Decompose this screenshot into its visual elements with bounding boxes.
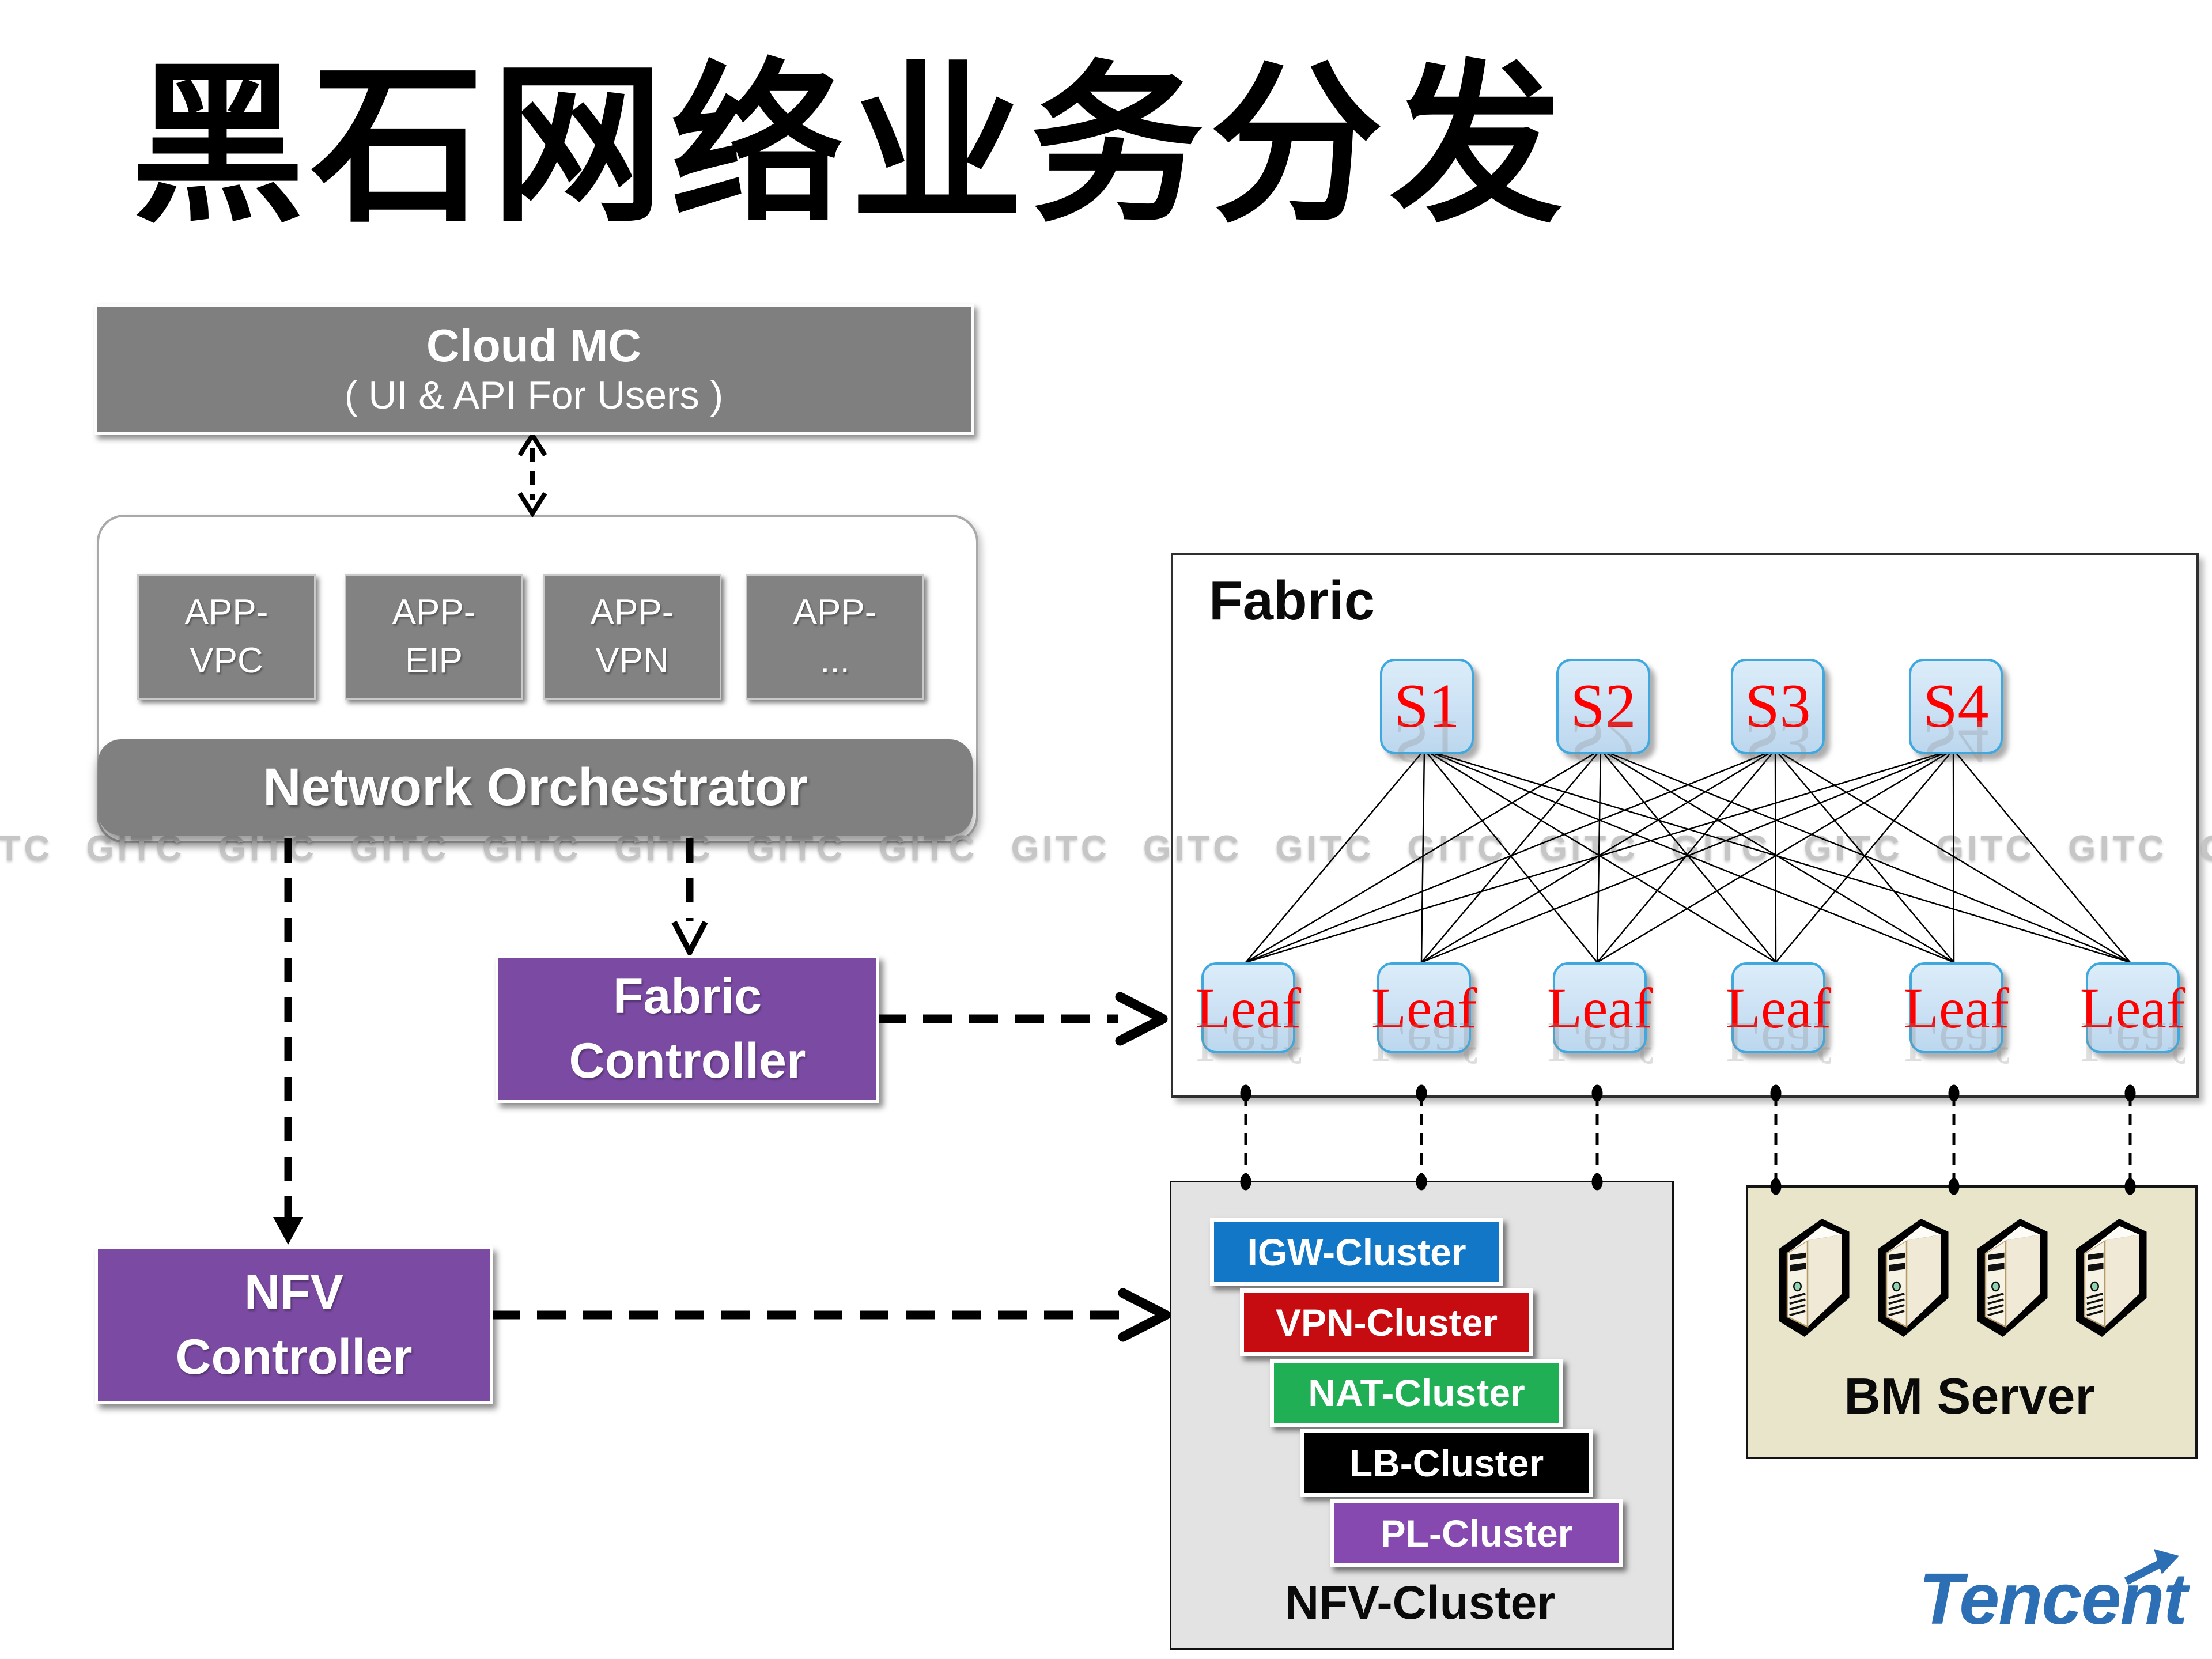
leaf-label: Leaf (1903, 976, 2010, 1040)
leaf-node: Leaf Leaf (1371, 962, 1477, 1075)
cluster-tag-label: PL-Cluster (1380, 1512, 1573, 1555)
leaf-cluster-links (1240, 1084, 2136, 1195)
app-label: APP- (793, 592, 877, 633)
nfv-controller-label: NFV (244, 1265, 343, 1321)
server-icon (1779, 1219, 1850, 1337)
tencent-logo-arrow (2124, 1549, 2179, 1585)
leaf-reflection: Leaf (1371, 1011, 1477, 1075)
server-icon (1977, 1219, 2048, 1337)
leaf-reflection: Leaf (1903, 1011, 2010, 1075)
cluster-tag-label: VPN-Cluster (1275, 1301, 1498, 1344)
orchestrator-nfvctl-arrow (273, 838, 303, 1245)
nfv-cluster-label: NFV-Cluster (1284, 1577, 1556, 1629)
bm-server-label: BM Server (1844, 1367, 2095, 1424)
leaf-reflection: Leaf (2079, 1011, 2186, 1075)
leaf-node: Leaf Leaf (1547, 962, 1653, 1075)
nfvctl-cluster-arrow (491, 1288, 1171, 1342)
fabricctl-fabric-arrow (877, 992, 1168, 1046)
network-orchestrator-bar: Network Orchestrator (98, 739, 973, 836)
leaf-reflection: Leaf (1195, 1011, 1302, 1075)
igw-cluster-tag: IGW-Cluster (1210, 1218, 1503, 1286)
app-label: APP- (184, 592, 269, 633)
cloud-mc-title: Cloud MC (426, 320, 642, 372)
spine-label: S2 (1570, 672, 1636, 740)
app-label: ... (820, 641, 850, 681)
cluster-tag-label: IGW-Cluster (1247, 1231, 1466, 1273)
spine-s3: S3 S3 (1731, 659, 1825, 776)
spine-label: S3 (1745, 672, 1811, 740)
leaf-reflection: Leaf (1546, 1011, 1653, 1075)
app-label: VPN (595, 641, 669, 681)
spine-reflection: S1 (1394, 708, 1460, 776)
spine-reflection: S2 (1570, 708, 1636, 776)
vpn-cluster-tag: VPN-Cluster (1240, 1288, 1533, 1356)
fabric-controller-box: Fabric Controller (496, 955, 879, 1103)
tencent-logo: Tencent (1919, 1549, 2187, 1641)
nat-cluster-tag: NAT-Cluster (1270, 1359, 1563, 1427)
fabric-controller-label: Controller (569, 1033, 806, 1089)
app-more-box: APP- ... (746, 574, 924, 700)
app-eip-box: APP- EIP (345, 574, 523, 700)
app-label: EIP (405, 641, 463, 681)
leaf-node: Leaf Leaf (1726, 962, 1831, 1075)
spine-label: S1 (1394, 672, 1460, 740)
app-vpc-box: APP- VPC (137, 574, 316, 700)
cloud-mc-subtitle: ( UI & API For Users ) (344, 373, 724, 418)
fabric-label: Fabric (1209, 570, 1375, 632)
cloudmc-orchestrator-arrow (517, 430, 547, 518)
spine-s2: S2 S2 (1556, 659, 1650, 776)
server-icon (2076, 1219, 2147, 1337)
nfv-controller-label: Controller (175, 1329, 413, 1385)
leaf-node: Leaf Leaf (1196, 962, 1301, 1075)
app-label: APP- (590, 592, 674, 633)
page-title: 黑石网络业务分发 (131, 45, 1570, 246)
leaf-node: Leaf Leaf (2080, 962, 2185, 1075)
server-icon (1878, 1219, 1949, 1337)
spine-reflection: S4 (1923, 708, 1989, 776)
leaf-node: Leaf Leaf (1904, 962, 2009, 1075)
leaf-label: Leaf (1195, 976, 1302, 1040)
leaf-label: Leaf (2079, 976, 2186, 1040)
app-vpn-box: APP- VPN (543, 574, 721, 700)
spine-label: S4 (1923, 672, 1989, 740)
cluster-tag-label: NAT-Cluster (1308, 1371, 1525, 1414)
leaf-label: Leaf (1725, 976, 1832, 1040)
leaf-label: Leaf (1546, 976, 1653, 1040)
spine-s4: S4 S4 (1909, 659, 2003, 776)
fabric-controller-label: Fabric (612, 969, 762, 1025)
spine-reflection: S3 (1745, 708, 1811, 776)
leaf-label: Leaf (1371, 976, 1477, 1040)
cluster-tag-label: LB-Cluster (1349, 1442, 1544, 1484)
pl-cluster-tag: PL-Cluster (1330, 1499, 1623, 1567)
spine-s1: S1 S1 (1380, 659, 1474, 776)
network-orchestrator-label: Network Orchestrator (263, 758, 808, 817)
app-label: APP- (392, 592, 476, 633)
cloud-mc-box: Cloud MC ( UI & API For Users ) (94, 304, 974, 435)
fabric-box (1171, 553, 2199, 1098)
app-label: VPC (190, 641, 263, 681)
lb-cluster-tag: LB-Cluster (1300, 1429, 1593, 1497)
nfv-controller-box: NFV Controller (95, 1246, 493, 1404)
leaf-reflection: Leaf (1725, 1011, 1832, 1075)
